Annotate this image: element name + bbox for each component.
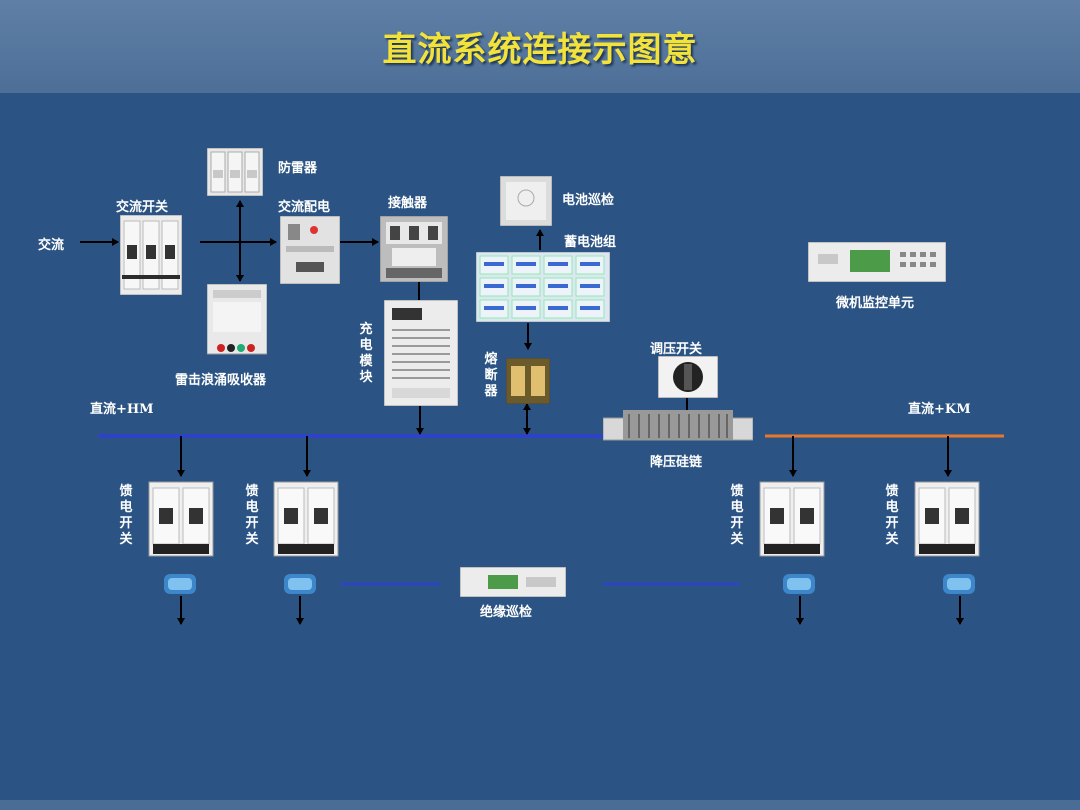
battery-bank-device <box>476 252 610 322</box>
label-feeder-switch-1: 馈电开关 <box>119 484 133 547</box>
label-battery-bank: 蓄电池组 <box>564 235 617 250</box>
label-voltage-switch: 调压开关 <box>650 342 703 357</box>
label-ac-switch: 交流开关 <box>116 200 169 215</box>
lightning-protector-device <box>207 148 263 196</box>
label-monitor-unit: 微机监控单元 <box>836 296 915 311</box>
label-fuse: 熔断器 <box>484 352 498 399</box>
page-title: 直流系统连接示图意 <box>382 30 698 70</box>
feeder-breaker-3[interactable] <box>758 480 826 558</box>
label-battery-inspection: 电池巡检 <box>562 193 615 208</box>
surge-absorber-device <box>207 284 267 355</box>
label-feeder-switch-3: 馈电开关 <box>730 484 744 547</box>
connector-icon-3 <box>783 574 815 594</box>
feeder-breaker-4[interactable] <box>913 480 981 558</box>
connector-icon-2 <box>284 574 316 594</box>
ac-distribution-device <box>280 216 340 284</box>
battery-inspection-device <box>500 176 552 226</box>
label-surge-absorber: 雷击浪涌吸收器 <box>175 373 267 388</box>
insulation-inspection-device <box>460 567 566 597</box>
label-contactor: 接触器 <box>388 196 428 211</box>
label-charging-module: 充电模块 <box>359 322 373 385</box>
feeder-breaker-2[interactable] <box>272 480 340 558</box>
title-bar <box>0 0 1080 93</box>
ac-switch-device[interactable] <box>120 215 182 295</box>
label-step-down-silicon: 降压硅链 <box>650 455 703 470</box>
feeder-breaker-1[interactable] <box>147 480 215 558</box>
label-feeder-switch-2: 馈电开关 <box>245 484 259 547</box>
label-insulation-inspection: 绝缘巡检 <box>480 605 533 620</box>
label-dc-hm: 直流+HM <box>90 402 154 417</box>
footer-bar <box>0 800 1080 810</box>
label-dc-km: 直流+KM <box>908 402 971 417</box>
label-ac-distribution: 交流配电 <box>278 200 331 215</box>
contactor-device <box>380 216 448 282</box>
connector-icon-1 <box>164 574 196 594</box>
monitor-unit-device <box>808 242 946 282</box>
connector-icon-4 <box>943 574 975 594</box>
label-feeder-switch-4: 馈电开关 <box>885 484 899 547</box>
fuse-device <box>506 358 550 404</box>
label-lightning-protector: 防雷器 <box>278 161 318 176</box>
voltage-switch-device[interactable] <box>658 356 718 398</box>
label-ac-in: 交流 <box>38 238 65 253</box>
charging-module-device <box>384 300 458 406</box>
step-down-silicon-device <box>603 410 753 441</box>
